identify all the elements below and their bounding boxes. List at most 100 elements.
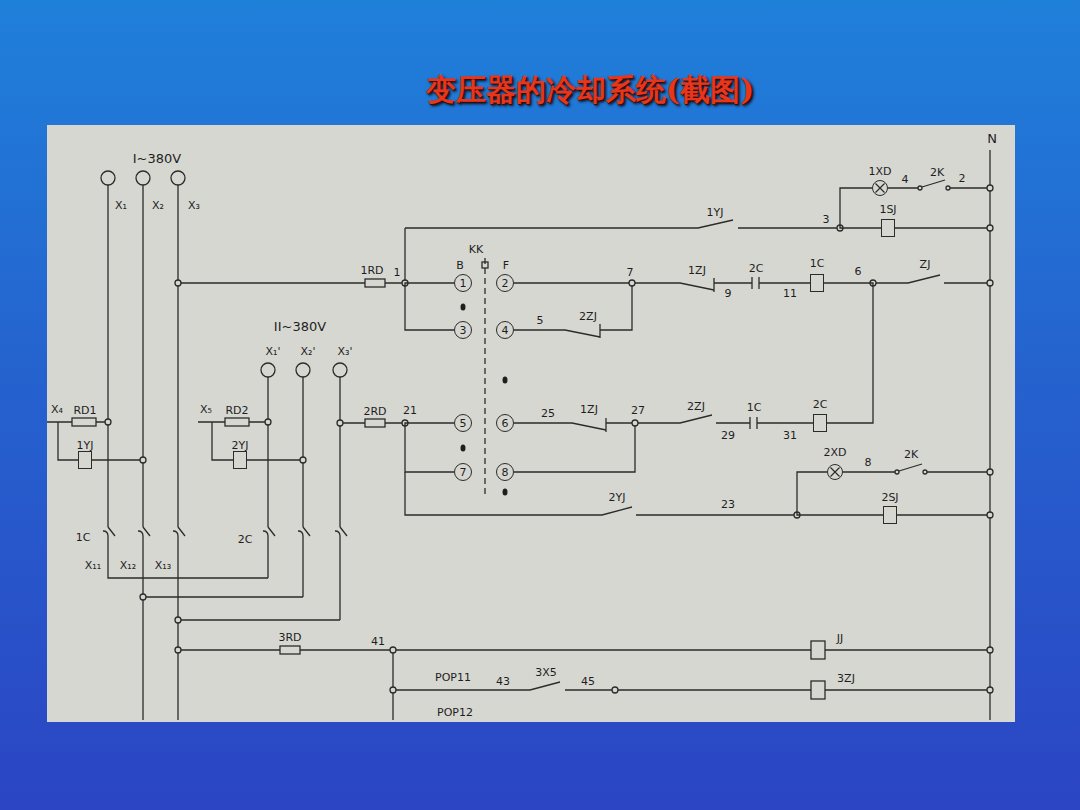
coil-label: 1SJ (878, 204, 897, 215)
position-dot (461, 445, 466, 452)
supply-terminal (296, 363, 310, 377)
control-wire (405, 472, 987, 515)
junction (265, 419, 271, 425)
diagram-title: 变压器的冷却系统(截图) (426, 70, 754, 111)
control-wire (514, 275, 987, 292)
lamp-cross-lines (831, 468, 840, 477)
neutral-bus (989, 150, 990, 720)
position-dot (503, 489, 508, 496)
supply-terminal (333, 363, 347, 377)
circuit-label: 2C (748, 263, 765, 274)
circuit-label: 2K (903, 449, 919, 460)
supply-terminal (136, 171, 150, 185)
circuit-label: 11 (782, 288, 798, 299)
fuse-symbol (365, 279, 385, 287)
coil-symbol (811, 641, 825, 659)
circuit-label: 1ZJ (579, 404, 599, 415)
lamp-cross-lines (876, 184, 885, 193)
circuit-label: KK (468, 244, 484, 255)
circuit-label: 27 (630, 405, 646, 416)
circuit-label: F (502, 260, 510, 271)
circuit-label: POP12 (436, 707, 474, 718)
relay-coil (811, 681, 825, 699)
circuit-label: 1C (75, 532, 92, 543)
circuit-label: 5 (536, 315, 545, 326)
circuit-label: 2K (929, 167, 945, 178)
circuit-label: I~380V (132, 152, 182, 165)
circuit-label: 1ZJ (687, 265, 707, 276)
circuit-label: II~380V (273, 320, 327, 333)
fuse-symbol (72, 418, 96, 426)
circuit-label: 43 (495, 676, 511, 687)
circuit-label: 29 (720, 430, 736, 441)
terminal-circle: 7 (454, 463, 472, 481)
junction (987, 512, 993, 518)
circuit-label: X₃' (337, 346, 354, 357)
circuit-label: 31 (782, 430, 798, 441)
circuit-label: 1 (393, 267, 402, 278)
circuit-label: 2C (237, 534, 254, 545)
circuit-label: RD2 (224, 405, 249, 416)
terminal-number: 2 (502, 278, 509, 289)
junction (390, 647, 396, 653)
switch-contact (895, 470, 899, 474)
circuit-label: X₂' (300, 346, 317, 357)
contactor-contact (103, 527, 185, 545)
terminal-circle: 8 (496, 463, 514, 481)
circuit-label: X₁ (114, 200, 128, 211)
circuit-label: 2RD (362, 406, 387, 417)
terminal-circle: 1 (454, 274, 472, 292)
motor-feed-wire (108, 545, 340, 720)
supply-terminal (101, 171, 115, 185)
circuit-label: X₂ (151, 200, 165, 211)
coil-symbol (810, 274, 824, 292)
coil-symbol (233, 451, 247, 469)
position-dot (503, 377, 508, 384)
circuit-label: 8 (864, 457, 873, 468)
fuse-symbol (365, 419, 385, 427)
junction (987, 185, 993, 191)
junction (987, 280, 993, 286)
circuit-label: 25 (540, 408, 556, 419)
junction (987, 225, 993, 231)
terminal-number: 5 (460, 418, 467, 429)
circuit-label: 7 (626, 267, 635, 278)
coil-label: 2XD (822, 447, 847, 458)
junction-points (105, 185, 993, 693)
wire-connector (405, 423, 454, 472)
control-wire (181, 220, 987, 283)
coil-label: 2C (812, 399, 829, 410)
junction (105, 419, 111, 425)
circuit-label: 21 (402, 405, 418, 416)
control-wire (181, 650, 987, 720)
kk-switch-handle (482, 262, 488, 268)
terminal-number: 1 (460, 278, 467, 289)
junction (175, 280, 181, 286)
junction (175, 647, 181, 653)
circuit-label: 1RD (359, 265, 384, 276)
circuit-label: 3 (822, 214, 831, 225)
coil-label: JJ (836, 633, 845, 644)
circuit-label: X₁₁ (84, 560, 102, 571)
terminal-number: 4 (502, 325, 509, 336)
coil-label: 3ZJ (836, 673, 856, 684)
lamp-cross (873, 181, 887, 195)
circuit-label: 3X5 (534, 667, 558, 678)
coil-label: 1YJ (76, 440, 95, 451)
circuit-label: 1YJ (706, 207, 725, 218)
supply-terminal (261, 363, 275, 377)
circuit-label: 2ZJ (578, 311, 598, 322)
junction (140, 457, 146, 463)
terminal-circle: 4 (496, 321, 514, 339)
coil-label: 1C (809, 258, 826, 269)
contactor-contact (263, 527, 347, 545)
supply-terminals (101, 171, 347, 377)
circuit-label: 4 (901, 174, 910, 185)
terminal-number: 8 (502, 467, 509, 478)
lamp-symbol (827, 464, 843, 480)
circuit-label: 3RD (277, 632, 302, 643)
terminal-circle: 2 (496, 274, 514, 292)
circuit-label: 9 (724, 288, 733, 299)
